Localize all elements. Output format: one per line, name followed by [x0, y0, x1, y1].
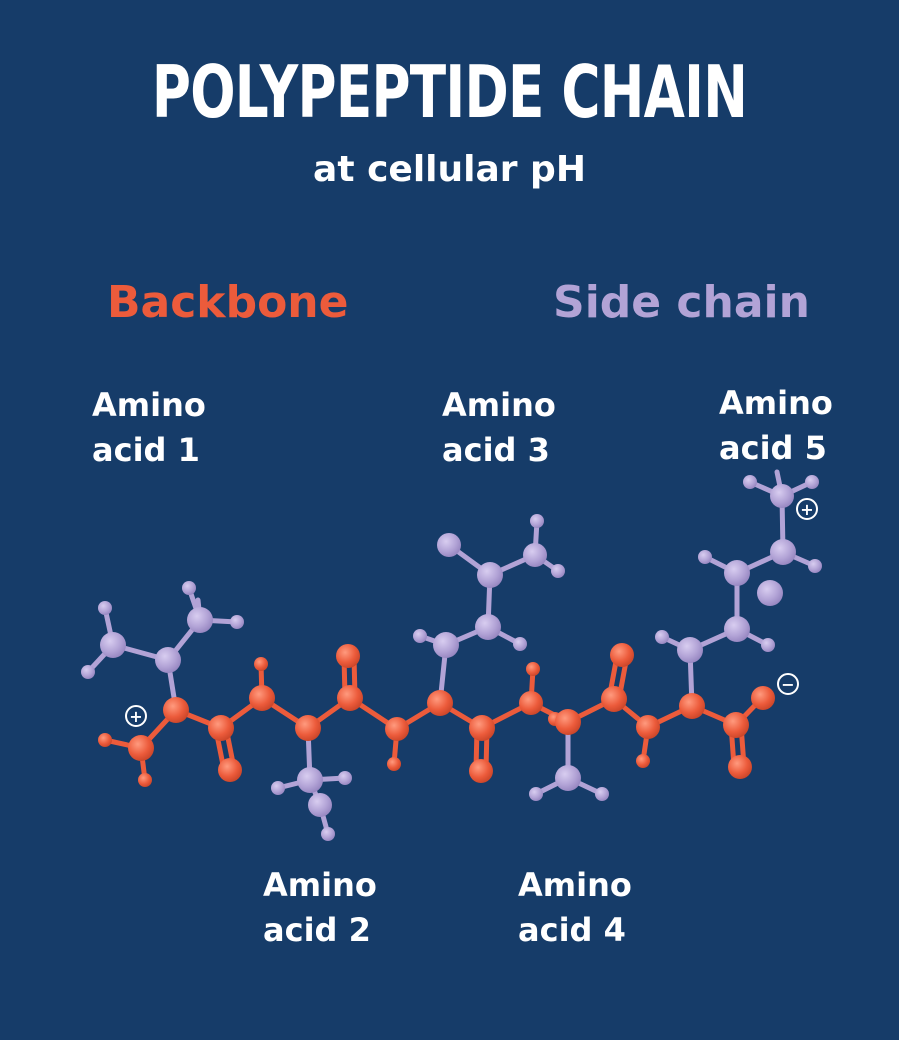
amino-acid-3-line2: acid 3	[442, 431, 550, 469]
amino-acid-3-label: Amino acid 3	[442, 383, 642, 473]
positive-charge-symbol: +	[129, 707, 142, 726]
page-subtitle: at cellular pH	[313, 149, 586, 190]
amino-acid-4-label: Amino acid 4	[518, 863, 718, 953]
backbone-bonds	[102, 653, 765, 783]
amino-acid-1-line2: acid 1	[92, 431, 200, 469]
amino-acid-1-label: Amino acid 1	[92, 383, 292, 473]
positive-charge-n-terminus-icon: +	[125, 705, 147, 727]
legend-side-chain: Side chain	[553, 277, 810, 328]
positive-charge-symbol: +	[800, 500, 813, 519]
amino-acid-1-line1: Amino	[92, 386, 206, 424]
negative-charge-symbol: −	[781, 675, 794, 694]
side-chain-atoms	[81, 475, 822, 841]
amino-acid-2-line1: Amino	[263, 866, 377, 904]
amino-acid-2-line2: acid 2	[263, 911, 371, 949]
amino-acid-4-line1: Amino	[518, 866, 632, 904]
page-title: POLYPEPTIDE CHAIN	[151, 50, 748, 134]
amino-acid-5-line1: Amino	[719, 384, 833, 422]
positive-charge-side-chain-icon: +	[796, 498, 818, 520]
amino-acid-4-line2: acid 4	[518, 911, 626, 949]
amino-acid-5-line2: acid 5	[719, 429, 827, 467]
negative-charge-c-terminus-icon: −	[777, 673, 799, 695]
amino-acid-5-label: Amino acid 5	[719, 381, 899, 471]
backbone-atoms	[98, 643, 775, 787]
amino-acid-2-label: Amino acid 2	[263, 863, 463, 953]
legend-backbone: Backbone	[107, 277, 349, 328]
amino-acid-3-line1: Amino	[442, 386, 556, 424]
